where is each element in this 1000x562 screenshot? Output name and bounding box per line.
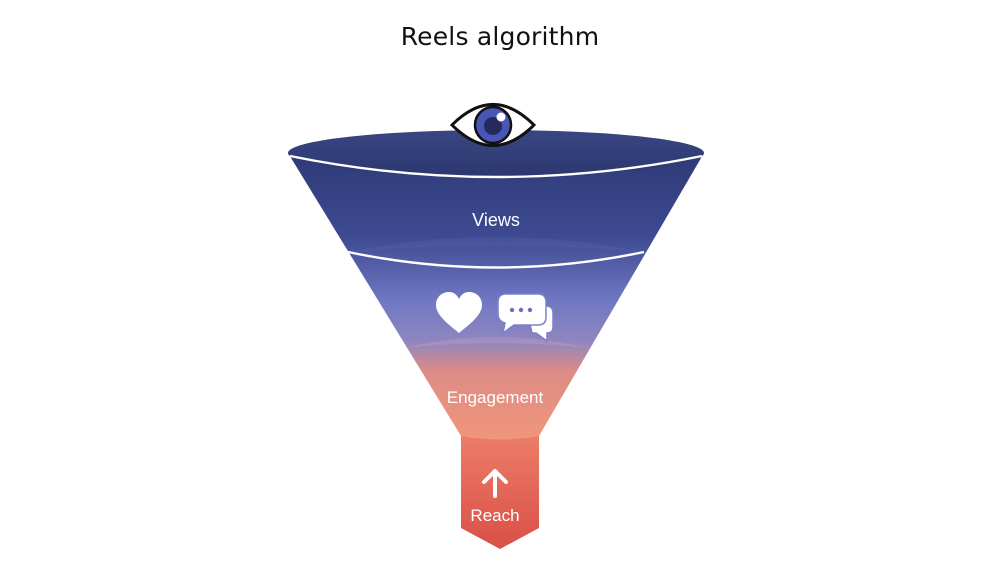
eye-icon: [449, 103, 537, 147]
heart-icon: [436, 292, 482, 333]
stage-label-views: Views: [472, 210, 520, 230]
reach-spout: [461, 430, 539, 549]
divider-views-engagement: [347, 250, 645, 269]
stage-label-reach: Reach: [470, 506, 519, 525]
arrow-up-icon: [482, 469, 508, 498]
funnel-rim: [288, 130, 704, 176]
divider-rim-line: [289, 154, 703, 179]
diagram-title: Reels algorithm: [400, 22, 600, 51]
stage-label-engagement: Engagement: [447, 388, 544, 407]
funnel-body: [288, 153, 704, 440]
chat-bubbles-icon: [497, 293, 554, 343]
